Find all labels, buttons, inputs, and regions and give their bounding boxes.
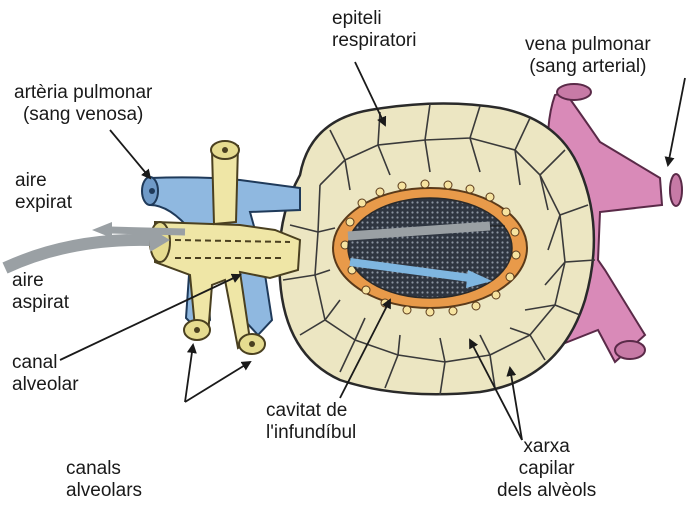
label-epiteli-line1: epiteli: [332, 8, 382, 29]
label-arteria-line2: (sang venosa): [22, 104, 144, 125]
label-aire-expirat-line2: expirat: [15, 192, 73, 213]
vein-opening-top: [556, 83, 592, 101]
label-vena-line2: (sang arterial): [529, 56, 647, 77]
infundibulum-cavity: [347, 197, 513, 299]
label-canal-alveolar: canal alveolar: [12, 352, 79, 396]
label-canal-line1: canal: [12, 352, 58, 373]
label-canals-line2: alveolars: [66, 480, 143, 501]
pulmonary-artery: [141, 176, 301, 337]
label-epiteli-line2: respiratori: [332, 30, 417, 51]
airflow-cavity-arrowhead: [466, 270, 492, 288]
alveolar-ducts: [149, 140, 302, 355]
label-aire-aspirat: aire aspirat: [12, 270, 69, 314]
label-aire-expirat: aire expirat: [15, 170, 72, 214]
expired-air-flow: [109, 226, 186, 236]
label-cavitat-line1: cavitat de: [266, 400, 348, 421]
label-canals-alveolars: canals alveolars: [66, 458, 142, 502]
epithelial-cells: [282, 103, 596, 396]
alveolar-sac: [277, 102, 596, 396]
label-xarxa-line1: xarxa: [523, 436, 570, 457]
label-vena-pulmonar: vena pulmonar (sang arterial): [525, 34, 651, 78]
label-arteria-pulmonar: artèria pulmonar (sang venosa): [14, 82, 152, 126]
label-aire-aspirat-line2: aspirat: [12, 292, 70, 313]
label-xarxa-line2: capilar: [518, 458, 575, 479]
label-aire-aspirat-line1: aire: [12, 270, 44, 291]
label-vena-line1: vena pulmonar: [525, 34, 651, 55]
aspirated-air-flow: [2, 233, 151, 274]
airflow-cavity-lower: [349, 258, 471, 282]
label-aire-expirat-line1: aire: [15, 170, 47, 191]
airflow-cavity-upper: [347, 221, 491, 241]
label-xarxa-line3: dels alvèols: [497, 480, 597, 501]
vein-opening-right: [669, 173, 683, 207]
label-canals-line1: canals: [66, 458, 121, 479]
label-xarxa-capilar: xarxa capilar dels alvèols: [497, 436, 596, 502]
label-canal-line2: alveolar: [12, 374, 79, 395]
label-cavitat-line2: l'infundíbul: [266, 422, 357, 443]
label-epiteli-respiratori: epiteli respiratori: [332, 8, 416, 52]
label-cavitat-infundibul: cavitat de l'infundíbul: [266, 400, 356, 444]
leader-lines: [59, 61, 686, 441]
label-arteria-line1: artèria pulmonar: [14, 82, 153, 103]
vein-opening-bottom: [614, 340, 646, 360]
